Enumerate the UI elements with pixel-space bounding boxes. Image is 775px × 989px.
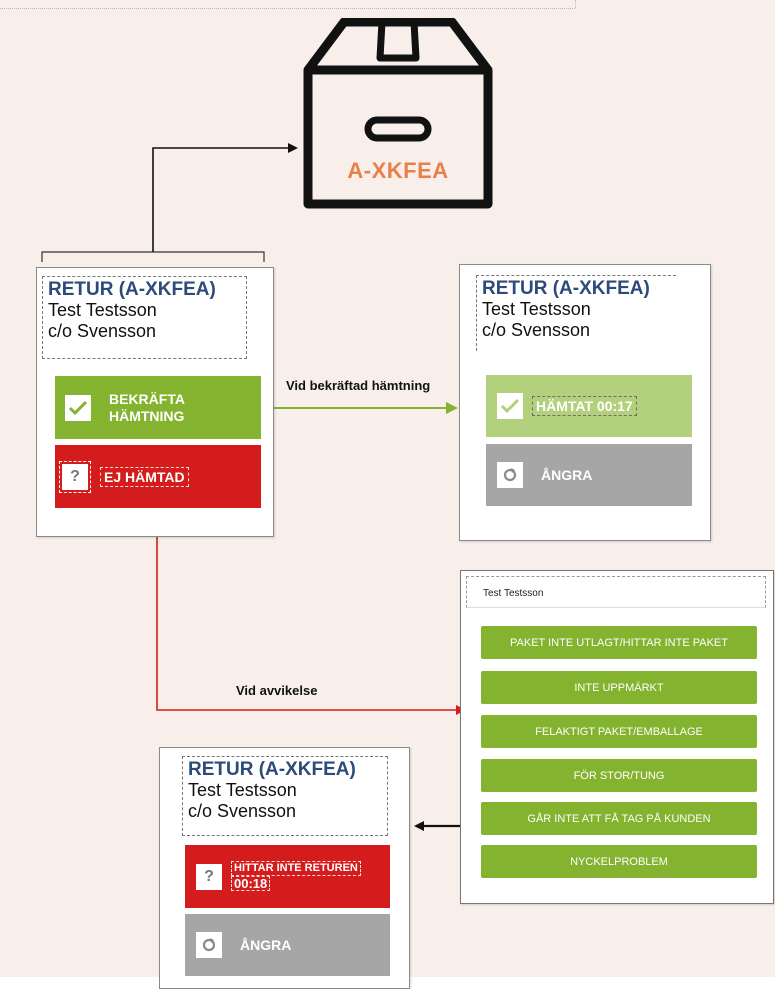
- recipient-name: Test Testsson: [188, 780, 297, 800]
- option-package-not-found[interactable]: PAKET INTE UTLAGT/HITTAR INTE PAKET: [481, 626, 757, 659]
- not-picked-up-button[interactable]: ? EJ HÄMTAD: [55, 445, 261, 508]
- check-icon: [497, 393, 523, 419]
- option-key-problem[interactable]: NYCKELPROBLEM: [481, 845, 757, 878]
- recipient-name: Test Testsson: [48, 300, 157, 320]
- option-not-marked[interactable]: INTE UPPMÄRKT: [481, 671, 757, 704]
- confirm-pickup-button[interactable]: BEKRÄFTA HÄMTNING: [55, 376, 261, 439]
- deviation-arrow-label: Vid avvikelse: [236, 683, 318, 698]
- top-divider-end: [575, 0, 577, 8]
- option-too-big[interactable]: FÖR STOR/TUNG: [481, 759, 757, 792]
- return-card-main: RETUR (A-XKFEA) Test Testsson c/o Svenss…: [36, 267, 274, 537]
- undo-icon: [196, 932, 222, 958]
- recipient-co: c/o Svensson: [48, 321, 157, 341]
- package-code: A-XKFEA: [347, 158, 449, 183]
- address-block: RETUR (A-XKFEA) Test Testsson c/o Svenss…: [42, 276, 247, 359]
- question-icon: ?: [59, 460, 91, 493]
- confirm-label-line2: HÄMTNING: [109, 407, 185, 424]
- undo-label: ÅNGRA: [541, 467, 593, 483]
- option-wrong-package[interactable]: FELAKTIGT PAKET/EMBALLAGE: [481, 715, 757, 748]
- picked-up-status: HÄMTAT 00:17: [486, 375, 692, 437]
- arrow-deviation: [156, 537, 466, 715]
- deviation-options-panel: Test Testsson PAKET INTE UTLAGT/HITTAR I…: [460, 570, 774, 904]
- address-block: RETUR (A-XKFEA) Test Testsson c/o Svenss…: [476, 275, 676, 351]
- undo-label: ÅNGRA: [240, 937, 292, 953]
- return-card-deviation: RETUR (A-XKFEA) Test Testsson c/o Svenss…: [159, 747, 410, 989]
- cannot-find-time: 00:18: [231, 876, 271, 891]
- confirmed-arrow-label: Vid bekräftad hämtning: [286, 378, 431, 393]
- card-title: RETUR (A-XKFEA): [48, 279, 216, 300]
- recipient-name: Test Testsson: [482, 299, 591, 319]
- package-box-icon: [303, 18, 493, 209]
- undo-button[interactable]: ÅNGRA: [185, 914, 390, 976]
- recipient-co: c/o Svensson: [482, 320, 591, 340]
- card-title: RETUR (A-XKFEA): [188, 759, 356, 780]
- question-icon: ?: [196, 863, 222, 890]
- bracket: [41, 251, 265, 262]
- cannot-find-label: HITTAR INTE RETUREN: [231, 861, 361, 876]
- undo-icon: [497, 462, 523, 488]
- address-block: RETUR (A-XKFEA) Test Testsson c/o Svenss…: [182, 756, 388, 836]
- picked-up-label: HÄMTAT 00:17: [532, 396, 637, 416]
- arrow-to-package: [152, 143, 298, 252]
- top-divider: [0, 0, 575, 9]
- card-title: RETUR (A-XKFEA): [482, 278, 650, 299]
- undo-button[interactable]: ÅNGRA: [486, 444, 692, 506]
- confirm-label-line1: BEKRÄFTA: [109, 390, 185, 407]
- recipient-co: c/o Svensson: [188, 801, 297, 821]
- check-icon: [65, 394, 91, 421]
- customer-name: Test Testsson: [483, 588, 544, 599]
- option-customer-unreachable[interactable]: GÅR INTE ATT FÅ TAG PÅ KUNDEN: [481, 802, 757, 835]
- cannot-find-return-status: ? HITTAR INTE RETUREN 00:18: [185, 845, 390, 908]
- return-card-confirmed: RETUR (A-XKFEA) Test Testsson c/o Svenss…: [459, 264, 711, 541]
- not-picked-up-label: EJ HÄMTAD: [100, 466, 189, 487]
